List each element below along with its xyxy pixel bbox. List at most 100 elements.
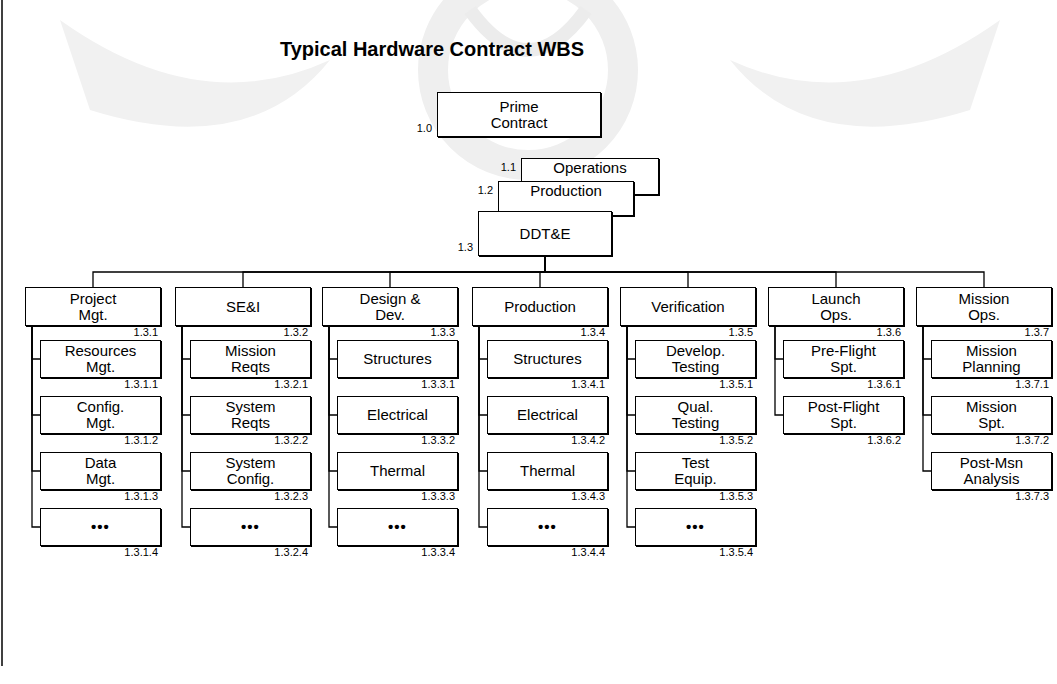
wbs-number: 1.3.1.4 <box>124 546 158 558</box>
wbs-box: Test Equip.1.3.5.3 <box>635 452 756 490</box>
wbs-number: 1.3.4.1 <box>571 378 605 390</box>
tree-connector <box>182 326 190 527</box>
wbs-box: Electrical1.3.4.2 <box>487 396 608 434</box>
tree-connector <box>627 326 635 359</box>
wbs-box: •••1.3.1.4 <box>40 508 161 546</box>
tree-connector <box>627 326 635 415</box>
wbs-box: Mission Spt.1.3.7.2 <box>931 396 1052 434</box>
tree-connector <box>329 326 337 415</box>
box-label: Resources Mgt. <box>60 343 142 375</box>
wbs-box: Qual. Testing1.3.5.2 <box>635 396 756 434</box>
wbs-number: 1.3.1 <box>134 326 158 338</box>
wbs-number: 1.1 <box>501 161 516 173</box>
box-label: Production <box>504 299 576 315</box>
wbs-number: 1.3.3 <box>431 326 455 338</box>
tree-connector <box>627 326 635 471</box>
box-label: Mission Reqts <box>220 343 282 375</box>
tree-connector <box>182 326 190 471</box>
wbs-number: 1.3 <box>458 241 473 253</box>
wbs-number: 1.3.7.3 <box>1015 490 1049 502</box>
tree-connector <box>923 326 931 415</box>
box-label: Mission Ops. <box>953 291 1015 323</box>
tree-connector <box>545 256 984 287</box>
watermark-wing <box>730 20 1000 127</box>
tree-connector <box>479 326 487 471</box>
wbs-box: Verification1.3.5 <box>620 287 756 326</box>
tree-connector <box>243 256 545 287</box>
box-label: Production <box>530 183 602 199</box>
tree-connector <box>329 326 337 527</box>
box-label: Post-Flight Spt. <box>800 399 888 431</box>
tree-connector <box>32 326 40 359</box>
wbs-number: 1.3.1.3 <box>124 490 158 502</box>
wbs-number: 1.3.5.4 <box>719 546 753 558</box>
tree-connector <box>775 326 783 359</box>
wbs-number: 1.3.3.1 <box>421 378 455 390</box>
tree-connector <box>329 326 337 359</box>
box-label: Structures <box>513 351 581 367</box>
box-label: Structures <box>363 351 431 367</box>
box-label: SE&I <box>226 299 260 315</box>
wbs-box: •••1.3.3.4 <box>337 508 458 546</box>
box-label: Mission Planning <box>958 343 1026 375</box>
watermark-ring <box>433 0 623 165</box>
wbs-box: Project Mgt.1.3.1 <box>25 287 161 326</box>
wbs-number: 1.3.2.3 <box>274 490 308 502</box>
box-label: ••• <box>538 519 557 535</box>
wbs-number: 1.3.2.4 <box>274 546 308 558</box>
box-label: Data Mgt. <box>75 455 127 487</box>
wbs-box: •••1.3.5.4 <box>635 508 756 546</box>
wbs-box: Production1.3.4 <box>472 287 608 326</box>
box-label: Thermal <box>520 463 575 479</box>
wbs-box: Data Mgt.1.3.1.3 <box>40 452 161 490</box>
wbs-number: 1.3.3.4 <box>421 546 455 558</box>
box-label: Config. Mgt. <box>70 399 132 431</box>
box-label: Develop. Testing <box>660 343 732 375</box>
tree-connector <box>479 326 487 527</box>
wbs-box: Pre-Flight Spt.1.3.6.1 <box>783 340 904 378</box>
frame-line <box>1 0 3 666</box>
wbs-box: Design & Dev.1.3.3 <box>322 287 458 326</box>
wbs-box: Mission Planning1.3.7.1 <box>931 340 1052 378</box>
wbs-box: System Reqts1.3.2.2 <box>190 396 311 434</box>
box-label: Test Equip. <box>670 455 722 487</box>
tree-connector <box>775 326 783 415</box>
tree-connector <box>93 256 545 287</box>
wbs-number: 1.3.7.2 <box>1015 434 1049 446</box>
wbs-number: 1.3.6 <box>877 326 901 338</box>
wbs-box: Structures1.3.3.1 <box>337 340 458 378</box>
tree-connector <box>390 256 545 287</box>
box-label: Operations <box>553 160 626 176</box>
wbs-number: 1.3.1.1 <box>124 378 158 390</box>
box-label: Design & Dev. <box>353 291 427 323</box>
box-label: Thermal <box>370 463 425 479</box>
contract-box: DDT&E1.3 <box>478 211 612 256</box>
wbs-number: 1.3.5.2 <box>719 434 753 446</box>
wbs-number: 1.3.4.3 <box>571 490 605 502</box>
wbs-number: 1.3.3.3 <box>421 490 455 502</box>
box-label: Project Mgt. <box>62 291 124 323</box>
wbs-number: 1.3.5.1 <box>719 378 753 390</box>
box-label: ••• <box>686 519 705 535</box>
box-label: Pre-Flight Spt. <box>803 343 885 375</box>
box-label: System Config. <box>220 455 282 487</box>
tree-connector <box>32 326 40 471</box>
wbs-number: 1.3.5.3 <box>719 490 753 502</box>
wbs-number: 1.2 <box>478 184 493 196</box>
wbs-number: 1.3.6.1 <box>867 378 901 390</box>
wbs-box: Electrical1.3.3.2 <box>337 396 458 434</box>
tree-connector <box>479 326 487 359</box>
wbs-box: •••1.3.2.4 <box>190 508 311 546</box>
box-label: Qual. Testing <box>665 399 727 431</box>
wbs-number: 1.3.4 <box>581 326 605 338</box>
box-label: ••• <box>91 519 110 535</box>
tree-connector <box>627 326 635 527</box>
wbs-box: Mission Reqts1.3.2.1 <box>190 340 311 378</box>
box-label: Prime Contract <box>483 99 555 131</box>
wbs-number: 1.3.1.2 <box>124 434 158 446</box>
wbs-number: 1.3.2.2 <box>274 434 308 446</box>
wbs-number: 1.3.7.1 <box>1015 378 1049 390</box>
wbs-box: Mission Ops.1.3.7 <box>916 287 1052 326</box>
tree-connector <box>32 326 40 415</box>
